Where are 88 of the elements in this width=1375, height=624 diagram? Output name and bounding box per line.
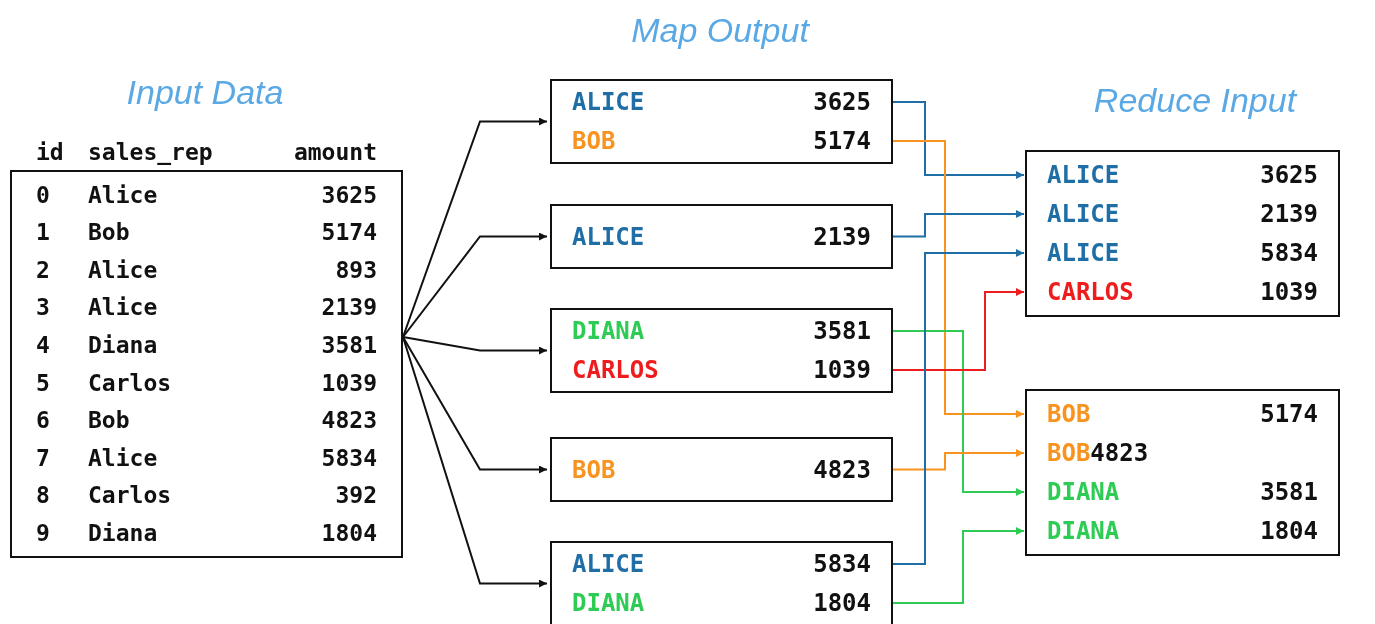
key-text: BOB (1047, 399, 1091, 430)
arrow (892, 249, 1025, 565)
row-id: 2 (36, 255, 50, 285)
sales-rep-name: Alice (88, 443, 158, 473)
row-id: 8 (36, 481, 50, 511)
amount-value: 5834 (321, 443, 377, 473)
row-id: 9 (36, 518, 50, 548)
key-text: BOB (572, 126, 616, 157)
sales-rep-name: Bob (88, 406, 130, 436)
sales-rep-name: Bob (88, 218, 130, 248)
column-header: amount (293, 138, 377, 167)
value-text: 5834 (1260, 238, 1318, 269)
arrow (402, 232, 548, 338)
reduce-box (1025, 389, 1340, 556)
key-text: CARLOS (1047, 277, 1134, 308)
arrow (892, 449, 1025, 471)
amount-value: 392 (335, 481, 377, 511)
row-id: 4 (36, 330, 50, 360)
value-text: 2139 (1260, 199, 1318, 230)
key-text: ALICE (572, 221, 645, 253)
value-text: 5174 (813, 126, 871, 157)
arrow (892, 101, 1025, 179)
key-text: DIANA (1047, 516, 1120, 547)
value-text: 3625 (813, 87, 871, 118)
value-text: 4823 (1090, 438, 1149, 469)
section-heading: Input Data (126, 73, 284, 111)
value-text: 1804 (813, 588, 871, 619)
sales-rep-name: Alice (88, 255, 158, 285)
value-text: 3581 (1260, 477, 1318, 508)
arrow (402, 336, 548, 588)
value-text: 5834 (813, 549, 871, 580)
amount-value: 893 (335, 255, 377, 285)
value-text: 3581 (813, 316, 871, 347)
amount-value: 3625 (321, 180, 377, 210)
amount-value: 5174 (321, 218, 377, 248)
key-text: ALICE (1047, 238, 1120, 269)
value-text: 5174 (1260, 399, 1318, 430)
key-text: DIANA (572, 316, 645, 347)
sales-rep-name: Diana (88, 518, 158, 548)
map-output-box (550, 79, 893, 164)
arrow (402, 117, 548, 338)
arrow (892, 288, 1025, 371)
key-text: ALICE (572, 549, 645, 580)
key-text: BOB (572, 454, 616, 486)
sales-rep-name: Alice (88, 293, 158, 323)
value-text: 1804 (1260, 516, 1318, 547)
key-text: ALICE (1047, 160, 1120, 191)
arrow (892, 330, 1025, 496)
value-text: 3625 (1260, 160, 1318, 191)
arrow (402, 336, 548, 474)
sales-rep-name: Carlos (88, 368, 172, 398)
key-text: ALICE (1047, 199, 1120, 230)
amount-value: 1039 (321, 368, 377, 398)
section-heading: Reduce Input (1093, 81, 1297, 119)
reduce-box (1025, 150, 1340, 317)
row-id: 7 (36, 443, 50, 473)
map-output-box (550, 437, 893, 502)
row-id: 1 (36, 218, 50, 248)
arrow (402, 336, 548, 355)
arrow (892, 527, 1025, 604)
section-heading: Map Output (631, 11, 809, 49)
key-text: CARLOS (572, 355, 659, 386)
sales-rep-name: Alice (88, 180, 158, 210)
map-output-box (550, 204, 893, 269)
amount-value: 2139 (321, 293, 377, 323)
key-text: DIANA (1047, 477, 1120, 508)
key-text: DIANA (572, 588, 645, 619)
map-output-box (550, 308, 893, 393)
arrow (892, 210, 1025, 238)
value-text: 2139 (813, 221, 871, 253)
row-id: 0 (36, 180, 50, 210)
map-output-box (550, 541, 893, 624)
arrow (892, 140, 1025, 418)
row-id: 5 (36, 368, 50, 398)
value-text: 4823 (813, 454, 871, 486)
column-header: sales_rep (88, 138, 213, 167)
amount-value: 4823 (321, 406, 377, 436)
key-text: BOB (1047, 438, 1091, 469)
row-id: 6 (36, 406, 50, 436)
sales-rep-name: Diana (88, 330, 158, 360)
sales-rep-name: Carlos (88, 481, 172, 511)
key-text: ALICE (572, 87, 645, 118)
amount-value: 3581 (321, 330, 377, 360)
row-id: 3 (36, 293, 50, 323)
column-header: id (36, 138, 64, 167)
value-text: 1039 (1260, 277, 1318, 308)
amount-value: 1804 (321, 518, 377, 548)
value-text: 1039 (813, 355, 871, 386)
